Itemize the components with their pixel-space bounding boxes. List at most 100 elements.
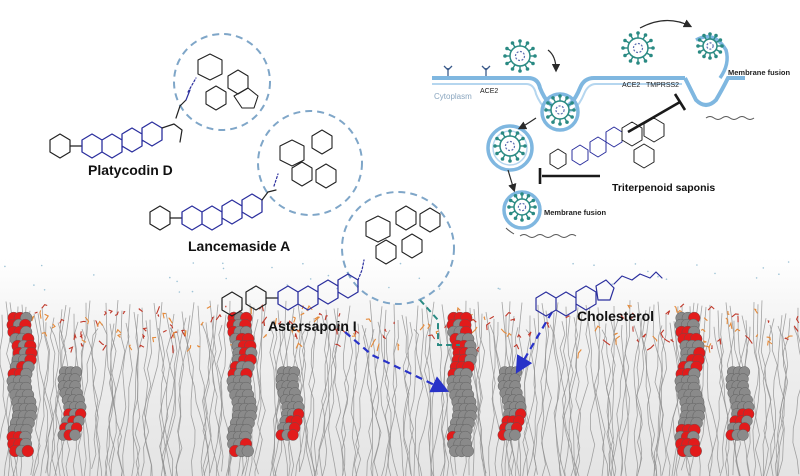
virus-particle — [696, 32, 724, 60]
virus-particle — [503, 39, 537, 73]
lipid-headgroup — [615, 335, 621, 345]
lipid-headgroup — [73, 332, 77, 340]
atom — [69, 429, 81, 441]
solvent-dot — [169, 276, 171, 279]
lipid-tail — [522, 318, 537, 476]
lipid-headgroup — [428, 334, 436, 340]
lipid-tail — [274, 324, 284, 476]
lipid-headgroup — [261, 316, 268, 324]
lipid-headgroup — [139, 344, 145, 348]
lipid-tail — [0, 314, 7, 442]
cytoplasm-label: Cytoplasm — [434, 92, 472, 101]
lipid-headgroup — [292, 316, 296, 323]
lipid-tail — [350, 323, 360, 476]
lipid-headgroup — [41, 303, 48, 309]
lipid-tail — [792, 307, 800, 475]
lipid-headgroup — [206, 305, 211, 309]
spike-tip — [565, 96, 569, 100]
atom — [241, 444, 254, 458]
lipid-headgroup — [767, 319, 770, 323]
lipid-headgroup — [277, 321, 282, 325]
spike-tip — [643, 33, 648, 37]
lipid-tail — [202, 315, 215, 476]
spike-tip — [718, 50, 723, 54]
lipid-headgroup — [262, 333, 268, 339]
solvent-dot — [327, 274, 330, 277]
lipid-tail — [49, 317, 56, 476]
solvent-dot — [222, 262, 224, 265]
lipid-headgroup — [731, 313, 739, 318]
spike-tip — [714, 54, 718, 59]
lipid-headgroup — [652, 335, 658, 342]
lipid-tail — [564, 316, 574, 476]
lipid-headgroup — [68, 346, 74, 353]
solvent-dot — [787, 261, 790, 263]
spike-tip — [525, 67, 530, 71]
spike-tip — [513, 216, 518, 221]
lipid-headgroup — [96, 320, 104, 327]
lipid-tail — [793, 327, 800, 356]
lipid-tail — [534, 310, 550, 475]
platycodin-d-label: Platycodin D — [88, 162, 173, 178]
virus-particle — [507, 192, 537, 222]
spike-tip — [523, 144, 527, 148]
spike-tip — [521, 136, 525, 141]
lipid-tail — [477, 301, 487, 474]
lipid-tail — [380, 309, 392, 476]
spike-tip — [515, 131, 520, 135]
lipid-headgroup — [435, 330, 439, 334]
lipid-tail — [40, 307, 71, 476]
spike-tip — [720, 44, 724, 48]
solvent-dot — [714, 272, 716, 275]
pathway-arrows — [507, 19, 693, 193]
solvent-dot — [309, 278, 312, 280]
spike-tip — [565, 120, 569, 124]
lipid-headgroup — [614, 332, 618, 336]
lipid-tail — [606, 316, 616, 476]
spike-tip — [533, 54, 537, 58]
lipid-tail — [608, 306, 615, 476]
solvent-dot — [657, 275, 659, 278]
solvent-dot — [696, 264, 698, 266]
spike-tip — [551, 96, 555, 100]
spike-tip — [507, 205, 511, 209]
lipid-tail — [764, 318, 776, 476]
lipid-headgroup — [660, 329, 665, 339]
lipid-headgroup — [181, 329, 186, 337]
embedded-saponins — [6, 311, 755, 458]
lipid-headgroup — [546, 321, 550, 328]
pathway-saponin-sketch — [549, 117, 665, 170]
lipid-tail — [752, 302, 762, 476]
lipid-headgroup — [670, 339, 674, 343]
atom — [21, 444, 34, 458]
atom — [287, 429, 299, 441]
spike-tip — [531, 211, 536, 216]
chemical-structures — [49, 53, 665, 317]
lipid-tail — [485, 312, 496, 476]
membrane-fusion-bottom-label: Membrane fusion — [544, 208, 607, 217]
lipid-tail — [322, 307, 339, 476]
solvent-dot — [418, 277, 421, 280]
lipid-headgroup — [169, 324, 174, 329]
lipid-tail — [672, 321, 682, 476]
solvent-dot — [388, 286, 390, 289]
spike-tip — [558, 122, 562, 126]
lipid-headgroup — [594, 325, 601, 332]
lipid-headgroup — [627, 304, 632, 309]
lipid-headgroup — [115, 328, 122, 334]
lipid-headgroup — [727, 310, 730, 315]
astersapoin-i-label: Astersapoin I — [268, 318, 357, 334]
lipid-tail — [601, 329, 612, 476]
lipid-headgroup — [334, 327, 338, 335]
lipid-tail — [760, 318, 768, 476]
lipid-tail — [641, 310, 657, 476]
lipid-headgroup — [510, 318, 516, 321]
solvent-dot — [399, 262, 402, 265]
spike-tip — [546, 101, 550, 105]
spike-tip — [649, 38, 653, 43]
spike-tip — [696, 44, 700, 48]
lipid-headgroup — [324, 315, 328, 321]
cholesterol-molecule — [725, 366, 755, 441]
lipid-headgroup — [737, 315, 739, 323]
sugar-chain-circle-3 — [341, 191, 455, 305]
